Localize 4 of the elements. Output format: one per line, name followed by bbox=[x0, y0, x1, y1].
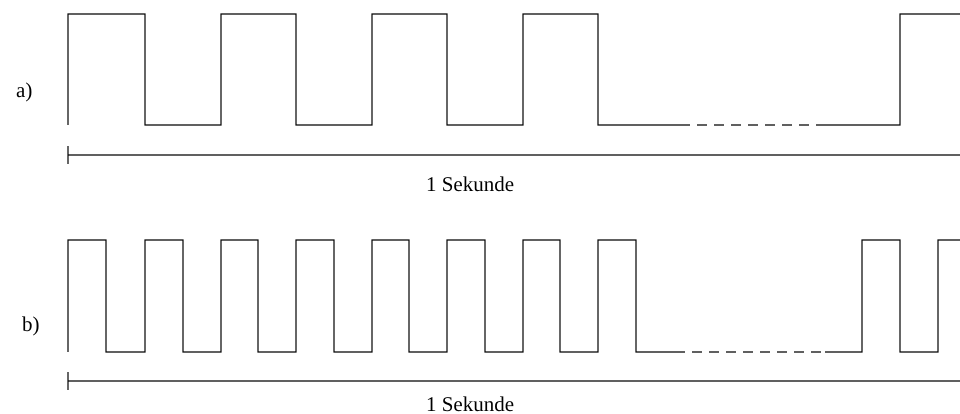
panel-label: a) bbox=[16, 78, 32, 102]
panel-label: b) bbox=[22, 312, 40, 336]
duration-label: 1 Sekunde bbox=[426, 172, 514, 196]
duration-label: 1 Sekunde bbox=[426, 392, 514, 414]
